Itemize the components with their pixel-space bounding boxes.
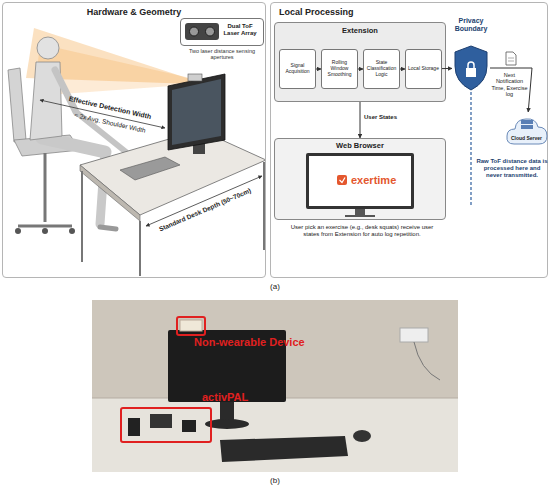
- node-label: Signal Acquisition: [280, 63, 315, 75]
- node-label: Extension: [275, 27, 445, 36]
- chair-wheel: [69, 228, 75, 234]
- aperture: [190, 27, 199, 36]
- annotation-text: Raw ToF distance data is processed here …: [476, 158, 548, 179]
- connector-arrow: [358, 69, 363, 70]
- node-label: Local Processing: [279, 7, 547, 17]
- boundary-line: [470, 92, 471, 205]
- annotation-text: (b): [262, 476, 288, 485]
- annotation-text: ≈ 2x Avg. Shoulder Width: [51, 106, 170, 139]
- connector-arrow: [442, 68, 452, 69]
- aperture: [206, 27, 215, 36]
- node-label: Web Browser: [275, 142, 445, 151]
- lock-body: [466, 68, 476, 77]
- photo-mouse: [353, 430, 371, 442]
- panel: Local ProcessingExtensionSignal Acquisit…: [270, 2, 548, 278]
- annotation-text: Standard Desk Depth (50~70cm): [153, 185, 257, 235]
- dimension-line: [146, 176, 262, 226]
- desk-leg: [139, 221, 141, 276]
- keyboard: [120, 157, 180, 180]
- highlight-box: activPAL: [120, 407, 212, 443]
- dimension-line: [40, 100, 165, 128]
- chair-wheel: [42, 228, 48, 234]
- connector-arrow: [490, 68, 532, 112]
- sensor-icon: [185, 23, 219, 40]
- edge-label: Next Notification Time, Exercise log: [490, 72, 529, 97]
- node-label: Non-wearable Device: [194, 336, 305, 349]
- node-label: Cloud Server: [504, 136, 549, 142]
- connector-arrow: [400, 69, 405, 70]
- process-box: Rolling Window Smoothing: [321, 49, 358, 89]
- activpal-device: [128, 418, 140, 436]
- node-label: Privacy Boundary: [446, 17, 496, 33]
- screen-box: exertime: [306, 153, 414, 209]
- wall-outlet: [400, 328, 428, 342]
- activpal-device: [150, 414, 172, 428]
- screen-stand: [355, 209, 365, 215]
- process-box: State Classification Logic: [363, 49, 400, 89]
- annotation-text: (a): [262, 282, 288, 291]
- server-icon: [521, 125, 533, 129]
- activpal-device: [182, 420, 196, 432]
- node-note: Two laser distance sensing apertures: [177, 48, 267, 61]
- document-line: [508, 61, 514, 62]
- server-icon: [521, 120, 533, 124]
- photo-desk: [92, 398, 458, 472]
- document-icon: [506, 52, 516, 65]
- chair-wheel: [15, 228, 21, 234]
- chair-base: [18, 225, 72, 228]
- process-box: Signal Acquisition: [279, 49, 316, 89]
- callout-box: Dual ToF Laser ArrayTwo laser distance s…: [180, 18, 264, 46]
- cloud-outline: [504, 112, 549, 150]
- connector-arrow: [360, 102, 361, 138]
- cable: [414, 342, 440, 380]
- node-label: Hardware & Geometry: [3, 7, 265, 17]
- person-thigh: [42, 138, 105, 152]
- connector-arrow: [316, 69, 321, 70]
- tof-sensor: [188, 74, 202, 81]
- shield: Privacy Boundary: [452, 44, 490, 92]
- annotation-text: Effective Detection Width: [51, 91, 170, 125]
- highlight-box: Non-wearable Device: [176, 316, 206, 336]
- monitor: [168, 74, 225, 150]
- monitor-screen: [172, 79, 221, 145]
- document-line: [508, 58, 514, 59]
- browser-box: Web Browser exertime: [274, 138, 446, 220]
- desk-leg: [263, 162, 265, 250]
- person-head: [37, 37, 59, 59]
- panel: Hardware & GeometryDual ToF Laser ArrayT…: [2, 2, 266, 278]
- edge-label: User States: [364, 114, 414, 121]
- cloud: Cloud Server: [504, 112, 549, 150]
- node-label: State Classification Logic: [364, 60, 399, 77]
- photo-device: [180, 320, 202, 331]
- logo-icon: [337, 175, 347, 185]
- photo-wall: [92, 300, 458, 472]
- logo-mark: [340, 178, 346, 183]
- storage-box: Local Storage: [405, 49, 442, 89]
- person-foot: [100, 227, 116, 229]
- shield-outline: [452, 44, 490, 92]
- node-label: activPAL: [202, 391, 248, 404]
- container-box: ExtensionSignal Acquisition Rolling Windo…: [274, 22, 446, 102]
- desk-leg: [81, 171, 83, 262]
- node-label: Local Storage: [407, 66, 440, 72]
- annotation-text: User pick an exercise (e.g., desk squats…: [282, 224, 442, 238]
- screen-base: [345, 215, 375, 217]
- node-label: Dual ToF Laser Array: [219, 23, 261, 37]
- chair-back: [8, 68, 26, 142]
- chair-post: [44, 153, 47, 222]
- lock-shackle: [468, 62, 474, 68]
- node-label: exertime: [351, 174, 396, 187]
- photo-keyboard: [220, 436, 348, 462]
- shield-path: [455, 46, 487, 90]
- person-forearm: [76, 112, 126, 152]
- node-label: Rolling Window Smoothing: [322, 60, 357, 77]
